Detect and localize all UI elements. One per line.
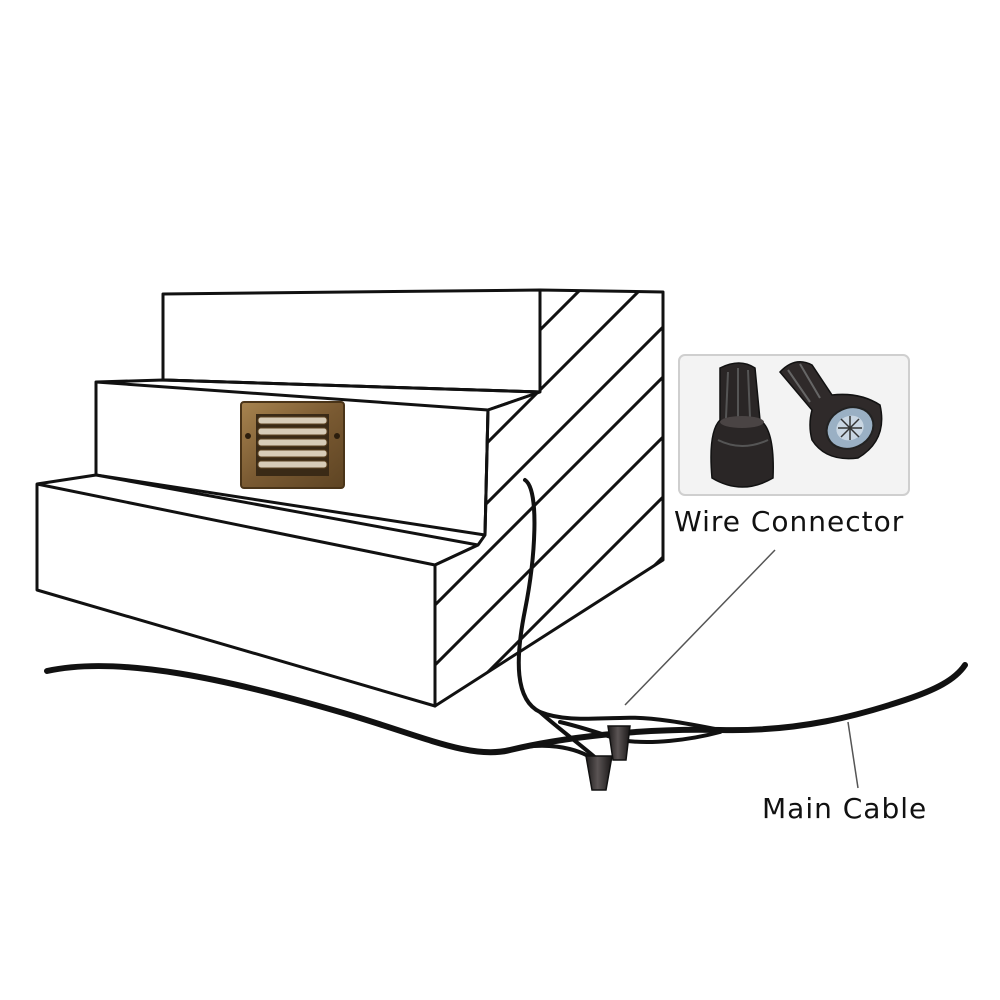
wire-connector-leader: [624, 549, 776, 706]
stairs: [35, 288, 665, 708]
stair-side-face: [433, 288, 665, 708]
wire-connector-label: Wire Connector: [674, 505, 905, 538]
connector-photo-inset: [678, 354, 910, 496]
connector-upright-icon: [710, 362, 774, 488]
wire-connector-icon: [585, 725, 631, 791]
main-cable-label: Main Cable: [762, 792, 928, 825]
top-step: [161, 288, 542, 394]
fixture-lead-wires: [508, 478, 722, 764]
main-cable: [44, 662, 968, 756]
main-cable-leader: [847, 721, 859, 789]
connector-tilted-icon: [778, 361, 883, 460]
louvered-step-light-icon: [240, 401, 345, 489]
